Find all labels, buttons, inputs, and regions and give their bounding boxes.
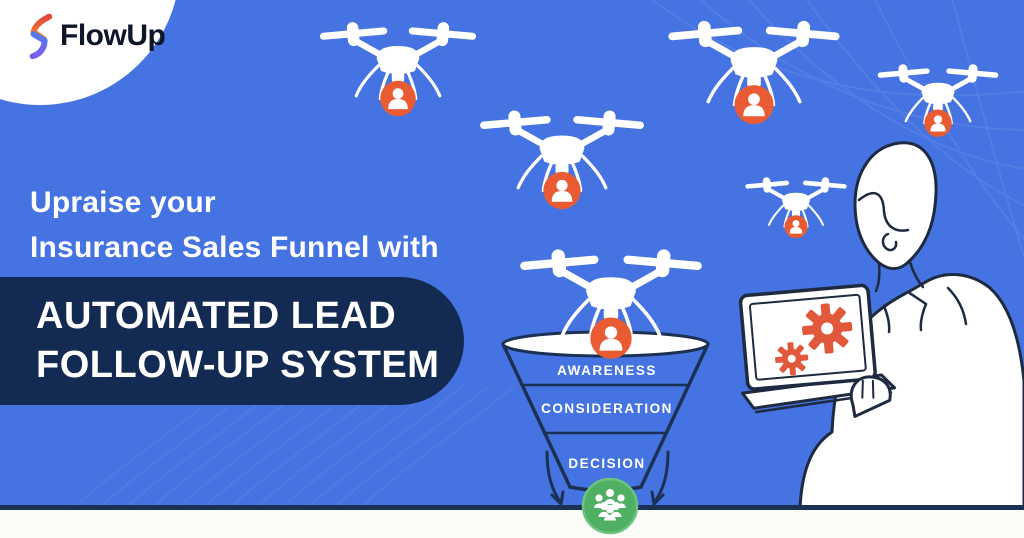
- funnel-stage-consideration: CONSIDERATION: [541, 401, 673, 416]
- title-ribbon: AUTOMATED LEAD FOLLOW-UP SYSTEM: [0, 277, 464, 405]
- drone-icon: [318, 14, 478, 119]
- operator-ear: [881, 232, 898, 252]
- drone-icon: [666, 12, 842, 127]
- ribbon-line1: AUTOMATED LEAD: [36, 295, 397, 337]
- drone-operator-illustration: [738, 141, 1024, 508]
- brand-logo: FlowUp: [26, 13, 166, 59]
- funnel-arrow-right-icon: [650, 450, 670, 506]
- laptop-illustration: [738, 283, 897, 418]
- ground-line: [0, 505, 1024, 510]
- funnel-wall-right: [639, 342, 710, 489]
- headline-line1: Upraise your: [30, 186, 216, 219]
- drone-icon: [744, 172, 848, 240]
- leads-group-icon: [581, 477, 639, 535]
- ribbon-line2: FOLLOW-UP SYSTEM: [36, 344, 440, 386]
- drone-icon: [876, 58, 1000, 139]
- bottom-band: [0, 510, 1024, 538]
- operator-head: [853, 141, 938, 271]
- funnel-stage-decision: DECISION: [568, 456, 645, 471]
- drone-icon: [478, 102, 646, 212]
- operator-collar: [882, 290, 928, 308]
- flowup-logo-icon: [29, 13, 53, 59]
- operator-hand: [849, 375, 892, 418]
- headline-line2: Insurance Sales Funnel with: [30, 231, 439, 264]
- operator-hair-line: [857, 191, 910, 232]
- funnel-wall-left: [501, 342, 572, 489]
- funnel-stage-awareness: AWARENESS: [557, 363, 657, 378]
- brand-name: FlowUp: [60, 19, 166, 52]
- headline: Upraise your Insurance Sales Funnel with: [30, 180, 439, 270]
- drone-icon: [518, 240, 704, 362]
- funnel-arrow-left-icon: [545, 450, 565, 506]
